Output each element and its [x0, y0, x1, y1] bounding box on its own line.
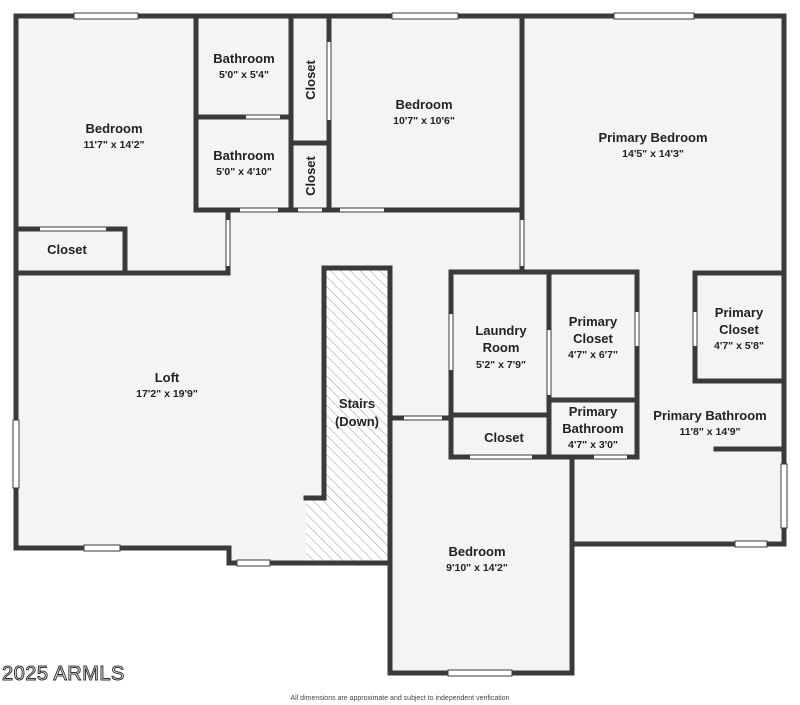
primary-closet-2-line1: Primary [715, 305, 764, 320]
primary-bedroom-name: Primary Bedroom [598, 130, 707, 145]
closet-laundry-label: Closet [484, 430, 524, 445]
bathroom-2-dims: 5'0" x 4'10" [216, 166, 272, 178]
bathroom-1-dims: 5'0" x 5'4" [219, 69, 269, 81]
footer-disclaimer: All dimensions are approximate and subje… [290, 695, 509, 702]
bathroom-1-name: Bathroom [213, 51, 274, 66]
bedroom-s-name: Bedroom [448, 544, 505, 559]
bedroom-s-dims: 9'10" x 14'2" [446, 562, 508, 574]
primary-bath-small-line2: Bathroom [562, 421, 623, 436]
closet-top-label: Closet [303, 59, 318, 99]
closet-w-label: Closet [47, 242, 87, 257]
primary-bath-small-line1: Primary [569, 404, 618, 419]
room-labels: Bedroom 11'7" x 14'2" Bathroom 5'0" x 5'… [47, 51, 767, 574]
windows [12, 12, 788, 677]
primary-closet-1-line1: Primary [569, 314, 618, 329]
loft-name: Loft [155, 370, 180, 385]
primary-closet-1-dims: 4'7" x 6'7" [568, 349, 618, 361]
bedroom-nw-dims: 11'7" x 14'2" [83, 139, 144, 151]
openings [40, 42, 697, 459]
laundry-line2: Room [483, 340, 520, 355]
stairs-label-1: Stairs [339, 396, 375, 411]
bedroom-n-name: Bedroom [395, 97, 452, 112]
primary-bath-small-dims: 4'7" x 3'0" [568, 439, 618, 451]
primary-closet-1-line2: Closet [573, 331, 613, 346]
floor-area [16, 16, 784, 673]
laundry-line1: Laundry [475, 323, 527, 338]
primary-closet-2-dims: 4'7" x 5'8" [714, 340, 764, 352]
bedroom-nw-name: Bedroom [85, 121, 142, 136]
primary-closet-2-line2: Closet [719, 322, 759, 337]
primary-bedroom-dims: 14'5" x 14'3" [622, 148, 684, 160]
loft-dims: 17'2" x 19'9" [136, 388, 198, 400]
stairs-label-2: (Down) [335, 414, 379, 429]
bathroom-2-name: Bathroom [213, 148, 274, 163]
primary-bathroom-dims: 11'8" x 14'9" [679, 426, 740, 438]
watermark: 2025 ARMLS [2, 663, 125, 685]
bedroom-n-dims: 10'7" x 10'6" [393, 115, 455, 127]
primary-bathroom-name: Primary Bathroom [653, 408, 766, 423]
closet-mid-label: Closet [303, 155, 318, 195]
laundry-dims: 5'2" x 7'9" [476, 359, 526, 371]
